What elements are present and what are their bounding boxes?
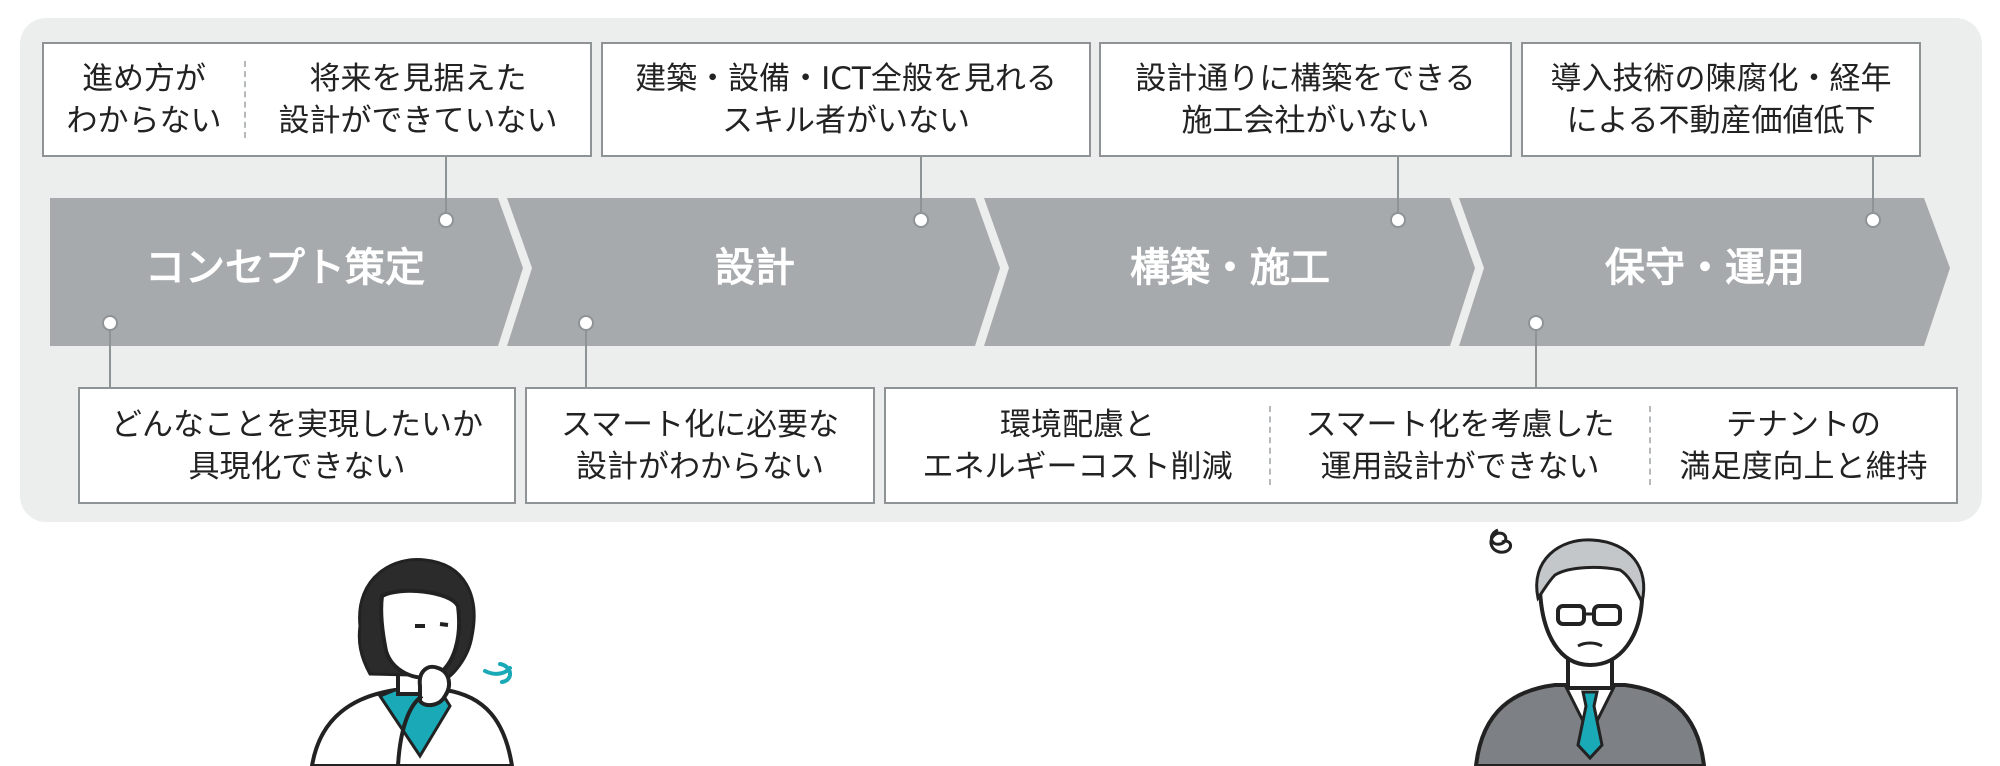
stage-label: 保守・運用	[1605, 245, 1805, 291]
issue-text: どんなことを実現したいか 具現化できない	[111, 406, 483, 485]
connector-dot	[1528, 315, 1544, 331]
issue-text: 進め方が わからない	[66, 60, 222, 139]
dashed-divider	[1649, 405, 1651, 486]
stage-label: 設計	[715, 245, 795, 291]
issue-box-concept-top: 進め方が わからない 将来を見据えた 設計ができていない	[42, 42, 592, 157]
issue-box-build-top: 設計通りに構築をできる 施工会社がいない	[1099, 42, 1512, 157]
issue-box-design-top: 建築・設備・ICT全般を見れる スキル者がいない	[601, 42, 1091, 157]
issue-text: 設計通りに構築をできる 施工会社がいない	[1135, 60, 1476, 139]
stage-label: コンセプト策定	[145, 245, 425, 291]
confused-man-illustration	[1473, 528, 1707, 766]
stage-arrow-build	[984, 198, 1475, 346]
issue-text: 建築・設備・ICT全般を見れる スキル者がいない	[635, 60, 1057, 139]
connector-dot	[578, 315, 594, 331]
issue-text: スマート化に必要な 設計がわからない	[560, 406, 840, 485]
issue-text: テナントの 満足度向上と維持	[1679, 406, 1928, 485]
connector-dot	[1390, 212, 1406, 228]
stage-arrow-concept	[50, 198, 523, 346]
issue-box-operate-top: 導入技術の陳腐化・経年 による不動産価値低下	[1521, 42, 1921, 157]
issue-text: 環境配慮と エネルギーコスト削減	[922, 406, 1233, 485]
thinking-woman-illustration	[309, 558, 515, 766]
issue-box-operate-bottom: 環境配慮と エネルギーコスト削減 スマート化を考慮した 運用設計ができない テナ…	[884, 387, 1958, 504]
dashed-divider	[244, 60, 246, 139]
issue-text: 導入技術の陳腐化・経年 による不動産価値低下	[1550, 60, 1892, 139]
connector-dot	[438, 212, 454, 228]
stage-label: 構築・施工	[1130, 245, 1330, 291]
issue-box-concept-bottom: どんなことを実現したいか 具現化できない	[78, 387, 516, 504]
connector-dot	[1865, 212, 1881, 228]
issue-text: スマート化を考慮した 運用設計ができない	[1305, 406, 1615, 485]
connector-dot	[913, 212, 929, 228]
issue-text: 将来を見据えた 設計ができていない	[278, 60, 558, 139]
stage-arrow-operate	[1459, 198, 1950, 346]
issue-box-design-bottom: スマート化に必要な 設計がわからない	[525, 387, 875, 504]
dashed-divider	[1269, 405, 1271, 486]
connector-dot	[102, 315, 118, 331]
stage-arrow-design	[507, 198, 1000, 346]
